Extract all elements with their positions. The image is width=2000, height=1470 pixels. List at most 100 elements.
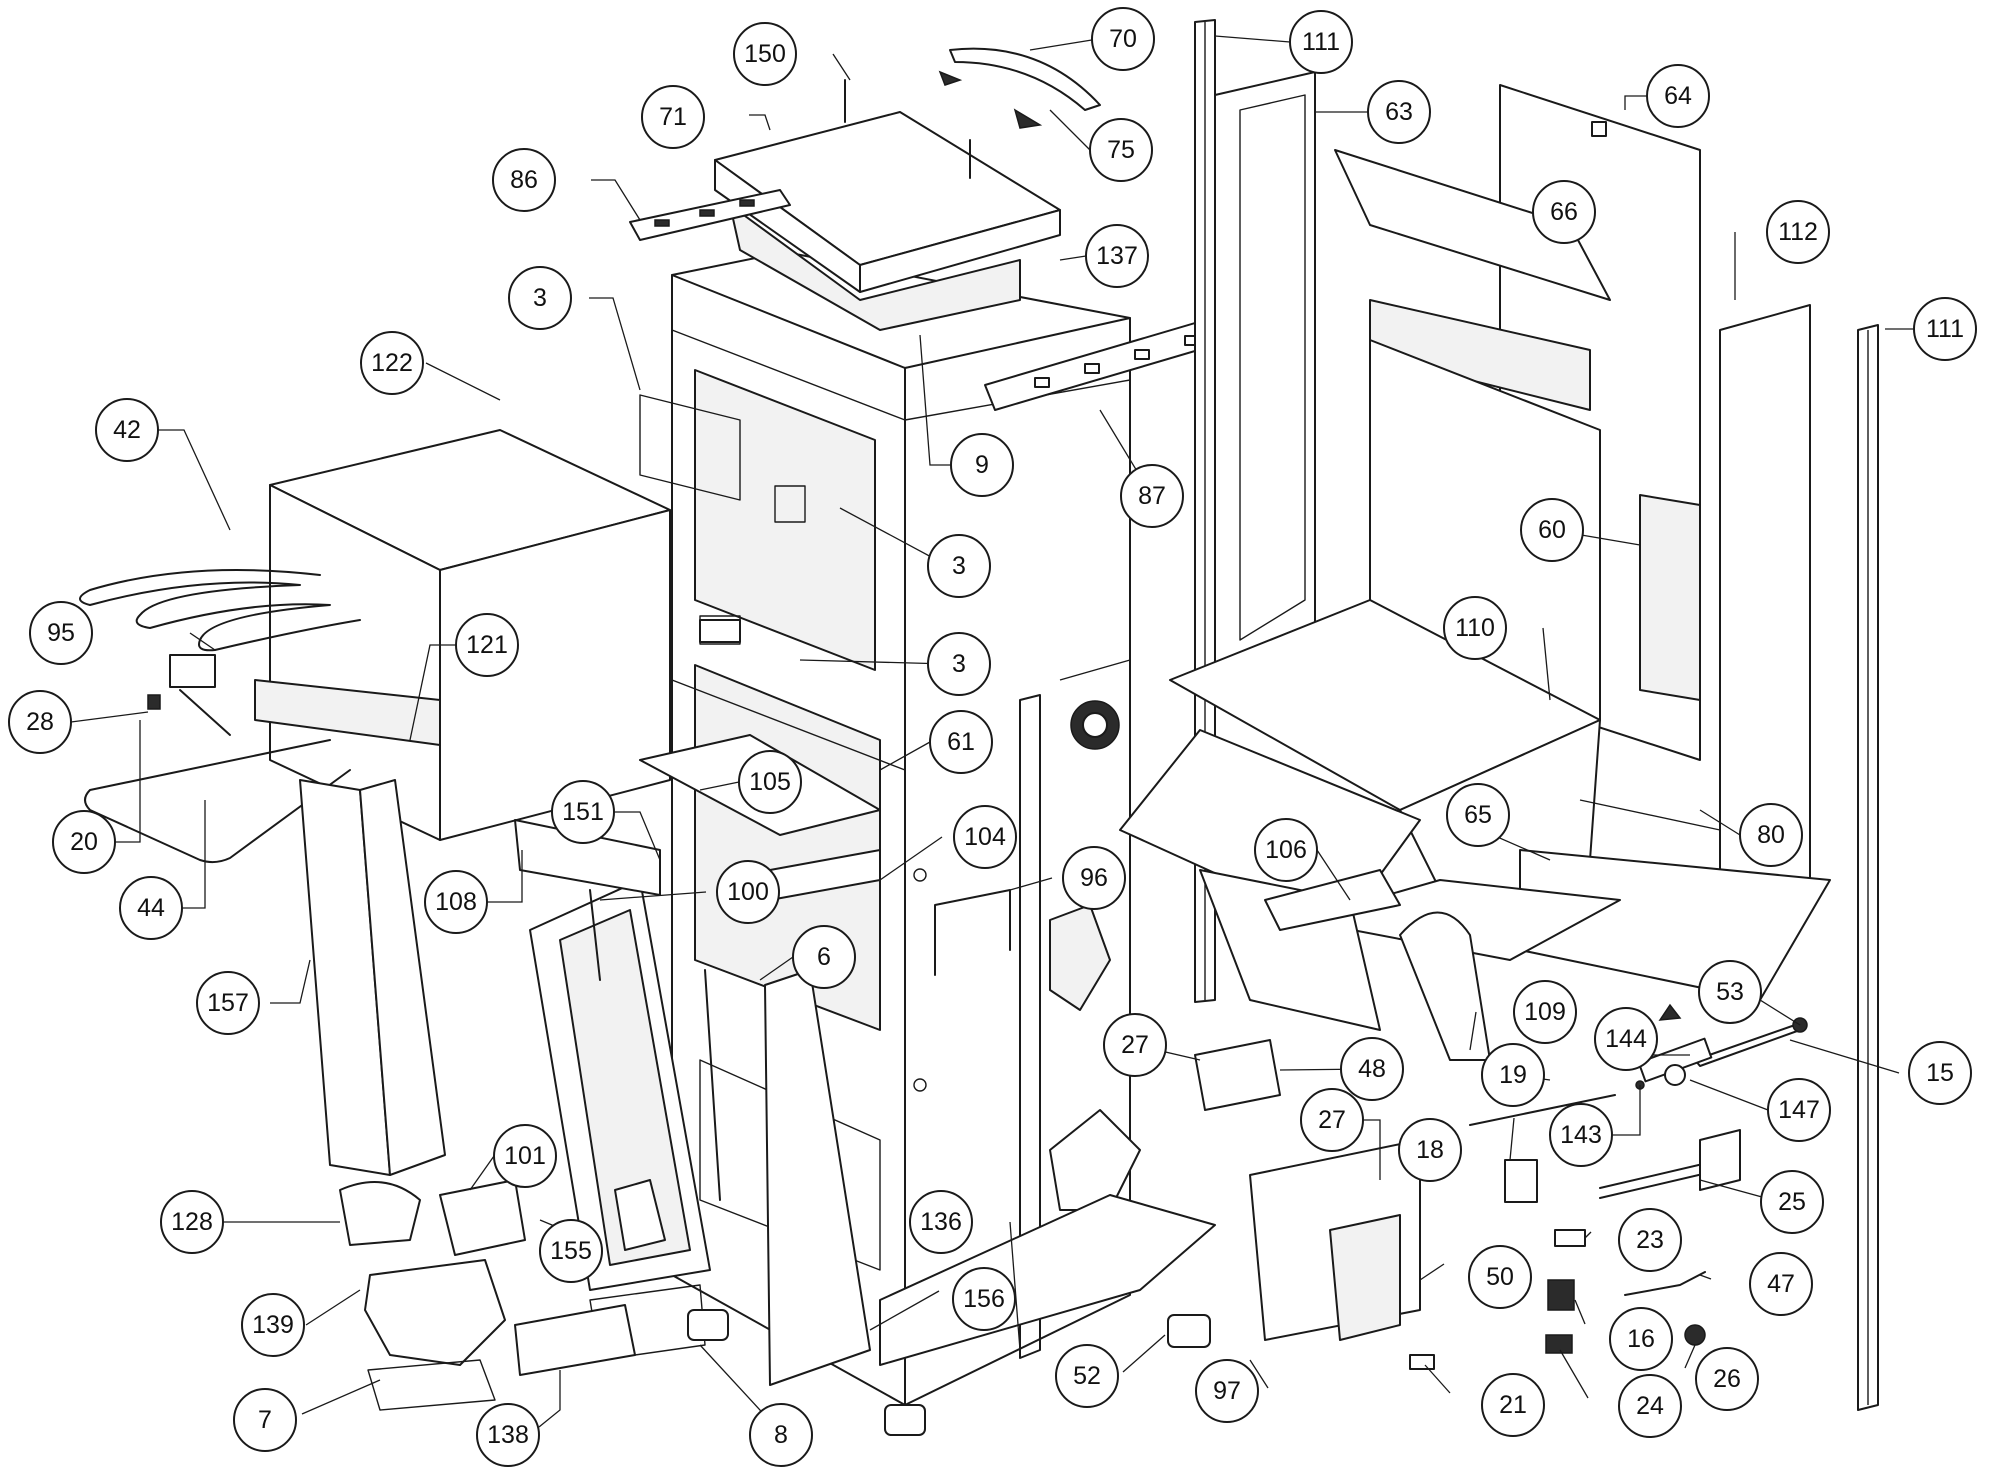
cable-47 <box>1624 1271 1706 1296</box>
callout-18: 18 <box>1398 1118 1462 1182</box>
ash-pot-139 <box>339 1179 526 1366</box>
callout-60: 60 <box>1520 498 1584 562</box>
heating-element-44 <box>84 689 351 864</box>
svg-text:110: 110 <box>1455 614 1495 642</box>
callout-8: 8 <box>749 1403 813 1467</box>
callout-27: 27 <box>1103 1013 1167 1077</box>
callout-75: 75 <box>1089 118 1153 182</box>
svg-text:23: 23 <box>1636 1226 1664 1254</box>
svg-text:16: 16 <box>1627 1325 1655 1353</box>
callout-19: 19 <box>1481 1043 1545 1107</box>
gasket-3c <box>699 615 741 645</box>
callout-101: 101 <box>493 1124 557 1188</box>
svg-text:70: 70 <box>1109 25 1137 53</box>
svg-text:8: 8 <box>774 1421 788 1449</box>
svg-text:24: 24 <box>1636 1392 1664 1420</box>
part-109 <box>1399 911 1491 1061</box>
callout-128: 128 <box>160 1190 224 1254</box>
part-25 <box>1599 1129 1741 1199</box>
svg-text:7: 7 <box>258 1406 272 1434</box>
svg-text:63: 63 <box>1385 98 1413 126</box>
feet <box>687 1309 1211 1436</box>
callout-52: 52 <box>1055 1344 1119 1408</box>
part-28 <box>147 694 161 710</box>
rod-100 <box>589 889 601 981</box>
callout-64: 64 <box>1646 64 1710 128</box>
svg-text:151: 151 <box>562 798 604 826</box>
callout-155: 155 <box>539 1219 603 1283</box>
svg-text:137: 137 <box>1096 242 1138 270</box>
svg-text:61: 61 <box>947 728 975 756</box>
gasket-7 <box>367 1359 496 1411</box>
callout-66: 66 <box>1532 180 1596 244</box>
callout-122: 122 <box>360 331 424 395</box>
svg-text:121: 121 <box>466 631 508 659</box>
callout-143: 143 <box>1549 1103 1613 1167</box>
callout-86: 86 <box>492 148 556 212</box>
callout-63: 63 <box>1367 80 1431 144</box>
callout-151: 151 <box>551 780 615 844</box>
callout-61: 61 <box>929 710 993 774</box>
part-26 <box>1684 1324 1706 1346</box>
svg-text:147: 147 <box>1778 1096 1820 1124</box>
svg-text:27: 27 <box>1318 1106 1346 1134</box>
callout-50: 50 <box>1468 1245 1532 1309</box>
svg-text:95: 95 <box>47 619 75 647</box>
svg-text:6: 6 <box>817 943 831 971</box>
gasket-3a <box>639 394 741 501</box>
callout-138: 138 <box>476 1403 540 1467</box>
svg-text:86: 86 <box>510 166 538 194</box>
callout-95: 95 <box>29 601 93 665</box>
svg-text:155: 155 <box>550 1237 592 1265</box>
svg-text:64: 64 <box>1664 82 1692 110</box>
svg-text:20: 20 <box>70 828 98 856</box>
svg-text:18: 18 <box>1416 1136 1444 1164</box>
svg-text:21: 21 <box>1499 1391 1527 1419</box>
callout-87: 87 <box>1120 464 1184 528</box>
callout-104: 104 <box>953 805 1017 869</box>
svg-text:87: 87 <box>1138 482 1166 510</box>
callout-71: 71 <box>641 85 705 149</box>
bracket-96 <box>934 889 1011 976</box>
svg-text:143: 143 <box>1560 1121 1602 1149</box>
svg-text:108: 108 <box>435 888 477 916</box>
svg-text:104: 104 <box>964 823 1006 851</box>
panel-157 <box>299 779 446 1176</box>
rod-19 <box>1469 1094 1616 1126</box>
callout-42: 42 <box>95 398 159 462</box>
part-138 <box>514 1304 636 1376</box>
svg-text:109: 109 <box>1524 998 1566 1026</box>
part-48 <box>1194 1039 1281 1111</box>
callout-21: 21 <box>1481 1373 1545 1437</box>
svg-text:144: 144 <box>1605 1025 1647 1053</box>
callout-26: 26 <box>1695 1347 1759 1411</box>
svg-text:105: 105 <box>749 768 791 796</box>
callout-157: 157 <box>196 971 260 1035</box>
rod-6 <box>704 969 721 1201</box>
callout-121: 121 <box>455 613 519 677</box>
callout-7: 7 <box>233 1388 297 1452</box>
part-24 <box>1545 1334 1573 1354</box>
callout-6: 6 <box>792 925 856 989</box>
svg-text:106: 106 <box>1265 836 1307 864</box>
callout-bubbles: 150 70 111 63 64 71 75 86 66 137 112 111… <box>8 7 1977 1467</box>
callout-139: 139 <box>241 1293 305 1357</box>
svg-text:3: 3 <box>533 284 547 312</box>
svg-text:44: 44 <box>137 894 165 922</box>
callout-100: 100 <box>716 860 780 924</box>
svg-text:156: 156 <box>963 1285 1005 1313</box>
part-156 <box>764 969 871 1386</box>
part-16 <box>1547 1279 1575 1311</box>
svg-text:128: 128 <box>171 1208 213 1236</box>
svg-text:9: 9 <box>975 451 989 479</box>
callout-25: 25 <box>1760 1170 1824 1234</box>
part-18 <box>1504 1159 1538 1203</box>
svg-text:27: 27 <box>1121 1031 1149 1059</box>
svg-text:71: 71 <box>659 103 687 131</box>
hopper-assembly <box>1169 339 1831 1001</box>
callout-156: 156 <box>952 1267 1016 1331</box>
callout-44: 44 <box>119 876 183 940</box>
callout-136: 136 <box>909 1190 973 1254</box>
callout-9: 9 <box>950 433 1014 497</box>
